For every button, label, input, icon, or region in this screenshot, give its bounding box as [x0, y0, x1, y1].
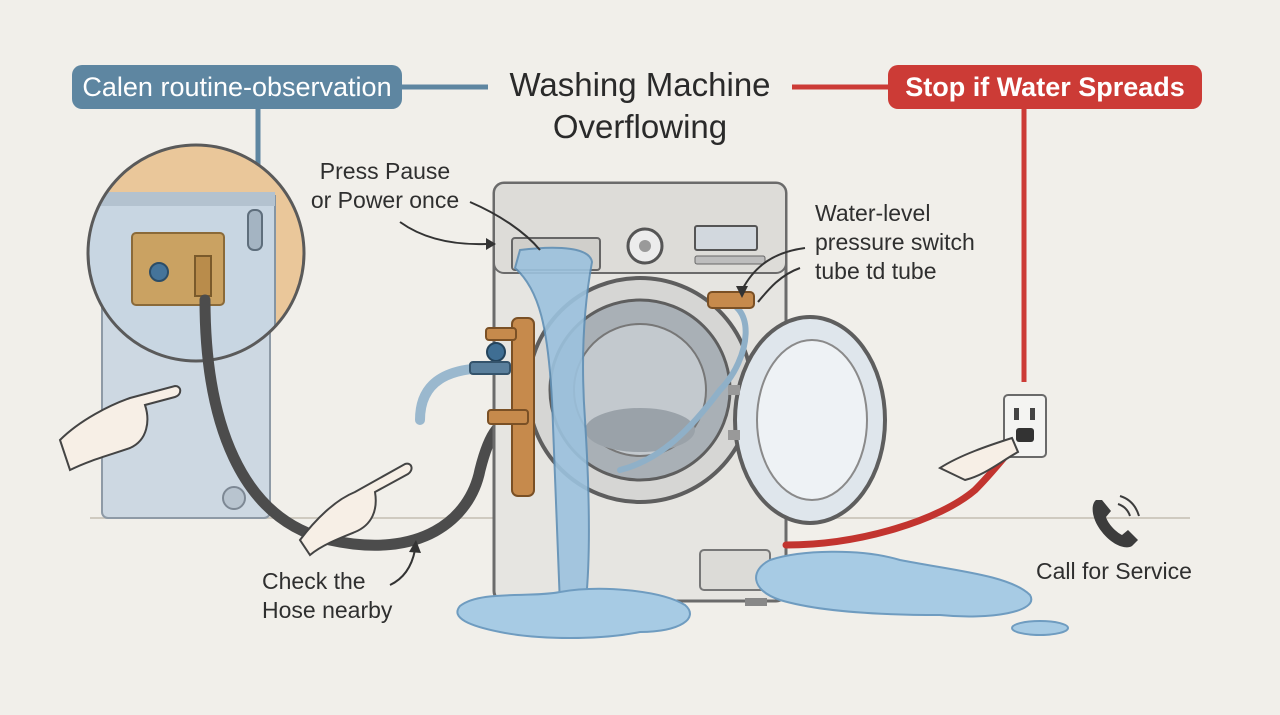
- hose-arrow: [389, 549, 416, 586]
- switch-label-line-1: Water-level: [815, 200, 931, 226]
- drain-hose: [199, 294, 526, 551]
- pointing-hand-icon: [58, 384, 182, 472]
- pressure-switch-label: Water-level pressure switch tube td tube: [815, 199, 975, 286]
- panel-knob: [222, 486, 246, 510]
- open-door: [728, 315, 887, 525]
- stop-if-water-spreads-badge: Stop if Water Spreads: [888, 65, 1202, 109]
- switch-arrow: [741, 247, 806, 291]
- call-for-service-label: Call for Service: [1036, 558, 1192, 584]
- pressure-switch: [707, 291, 755, 309]
- hose-label-line-1: Check the: [262, 568, 366, 594]
- hose-label-line-2: Hose nearby: [262, 597, 393, 623]
- title-line-2: Overflowing: [552, 108, 728, 145]
- routine-observation-badge: Calen routine-observation: [72, 65, 402, 109]
- switch-arrow-head: [736, 286, 748, 298]
- pause-arrow: [399, 221, 487, 246]
- pointing-hand-icon: [298, 462, 413, 557]
- title-line-1: Washing Machine: [509, 66, 771, 103]
- water-valve-icon: [469, 317, 535, 497]
- switch-label-line-3: tube td tube: [815, 258, 937, 284]
- diagram-title: Washing Machine Overflowing: [470, 64, 810, 148]
- pause-label-line-1: Press Pause: [319, 158, 451, 184]
- plug-hand: [937, 436, 1020, 482]
- pressure-switch-tube: [617, 297, 749, 473]
- inlet-hose: [415, 363, 495, 425]
- press-pause-label: Press Pause or Power once: [300, 157, 470, 215]
- overflow-water: [456, 246, 1069, 639]
- pause-arrow-2: [469, 201, 541, 251]
- pause-arrow-head: [486, 238, 496, 250]
- phone-icon: [1092, 495, 1140, 548]
- hose-arrow-head: [409, 540, 421, 553]
- pause-label-line-2: or Power once: [310, 187, 460, 213]
- switch-arrow-2: [757, 267, 801, 303]
- check-hose-label: Check the Hose nearby: [262, 567, 392, 625]
- switch-label-line-2: pressure switch: [815, 229, 975, 255]
